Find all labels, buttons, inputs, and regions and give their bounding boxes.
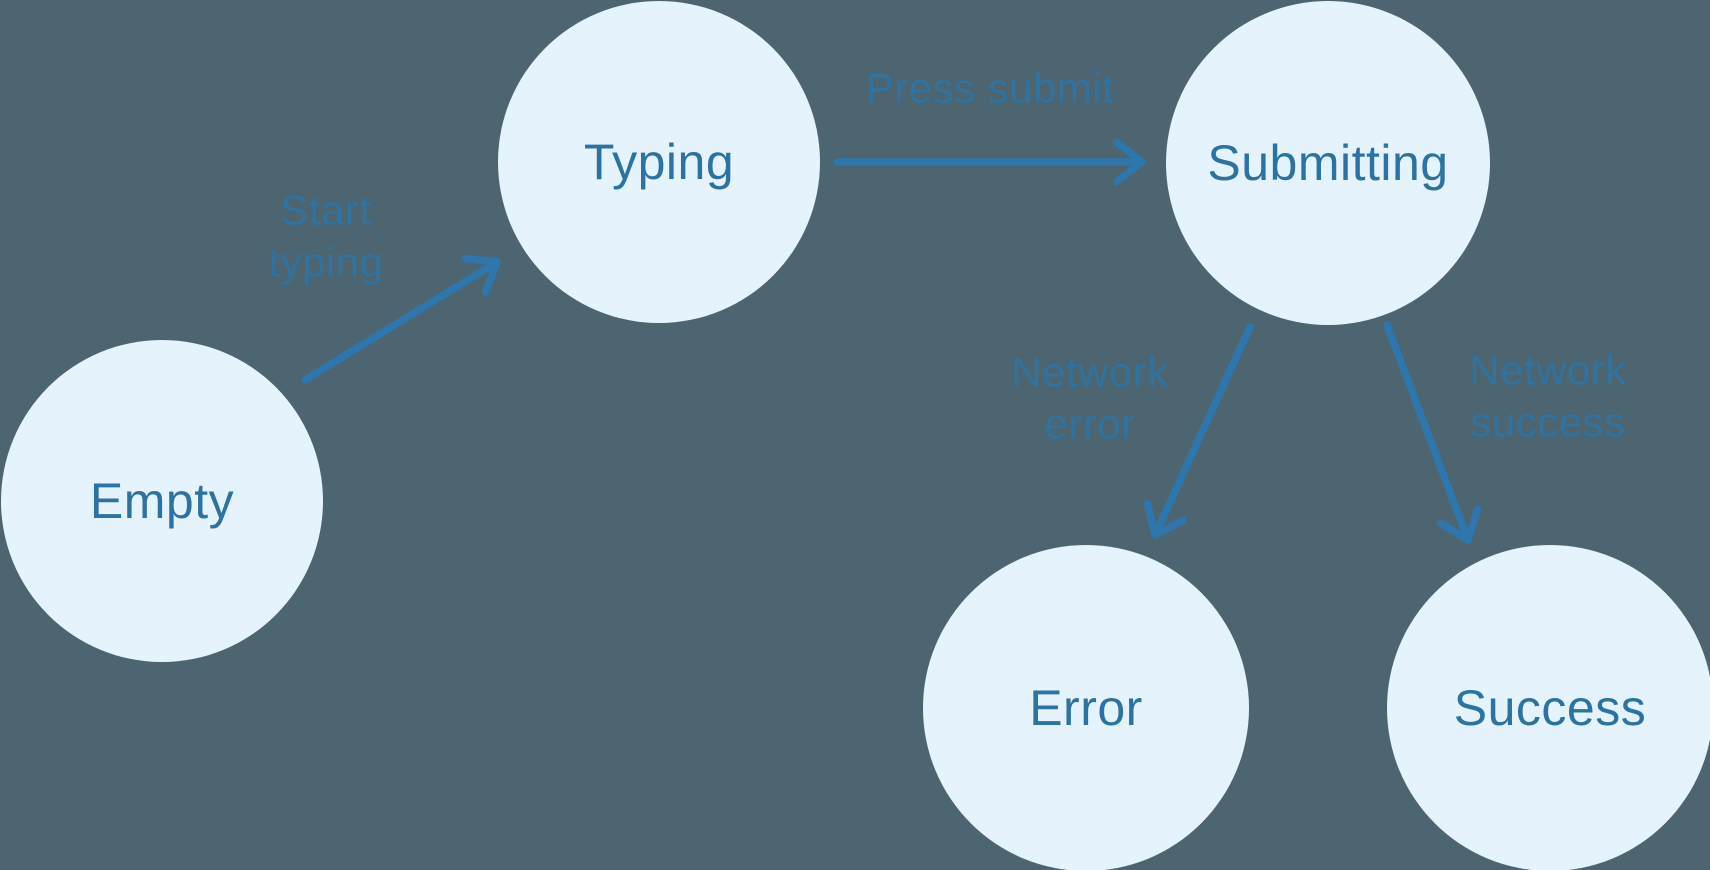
edge-arrowhead xyxy=(482,258,501,296)
state-circle-empty xyxy=(1,340,323,662)
edge-label-press-submit: Press submit xyxy=(866,65,1115,112)
edge-arrow-shaft xyxy=(301,262,494,384)
edge-arrowhead xyxy=(1151,516,1188,539)
edge-label-network-error: Network error xyxy=(1011,349,1169,448)
edge-label-line: Network xyxy=(1469,347,1627,394)
state-circle-success xyxy=(1387,545,1710,870)
edge-network-error xyxy=(1143,323,1254,539)
edge-arrow-shaft xyxy=(1383,321,1469,537)
state-node-typing: Typing xyxy=(498,1,820,323)
state-label-error: Error xyxy=(1029,680,1143,736)
state-node-success: Success xyxy=(1387,545,1710,870)
edge-label-line: error xyxy=(1044,401,1135,448)
edge-arrowhead xyxy=(1113,138,1146,166)
edge-label-line: typing xyxy=(268,239,383,286)
edge-label-line: Press submit xyxy=(866,65,1115,112)
edge-press-submit xyxy=(833,138,1146,186)
edge-network-success xyxy=(1383,321,1482,544)
state-label-success: Success xyxy=(1454,680,1646,736)
edge-label-line: Network xyxy=(1011,349,1169,396)
state-label-empty: Empty xyxy=(90,473,234,529)
state-circle-error xyxy=(923,545,1249,870)
state-node-error: Error xyxy=(923,545,1249,870)
state-circle-submitting xyxy=(1166,1,1490,325)
edge-label-network-success: Network success xyxy=(1469,347,1627,446)
edge-start-typing xyxy=(301,254,501,384)
edge-arrowhead xyxy=(461,254,501,266)
edge-label-line: success xyxy=(1470,399,1625,446)
state-node-empty: Empty xyxy=(1,340,323,662)
edge-label-line: Start xyxy=(280,187,371,234)
edge-arrowhead xyxy=(1143,500,1159,539)
edge-arrowhead xyxy=(1464,505,1482,544)
state-node-submitting: Submitting xyxy=(1166,1,1490,325)
state-circle-typing xyxy=(498,1,820,323)
edge-arrowhead xyxy=(1436,519,1472,544)
state-label-submitting: Submitting xyxy=(1207,135,1448,191)
state-label-typing: Typing xyxy=(584,134,734,190)
edge-arrow-shaft xyxy=(1154,323,1254,532)
edge-label-start-typing: Start typing xyxy=(268,187,383,286)
edges-layer xyxy=(301,138,1482,544)
edge-arrowhead xyxy=(1113,158,1146,186)
